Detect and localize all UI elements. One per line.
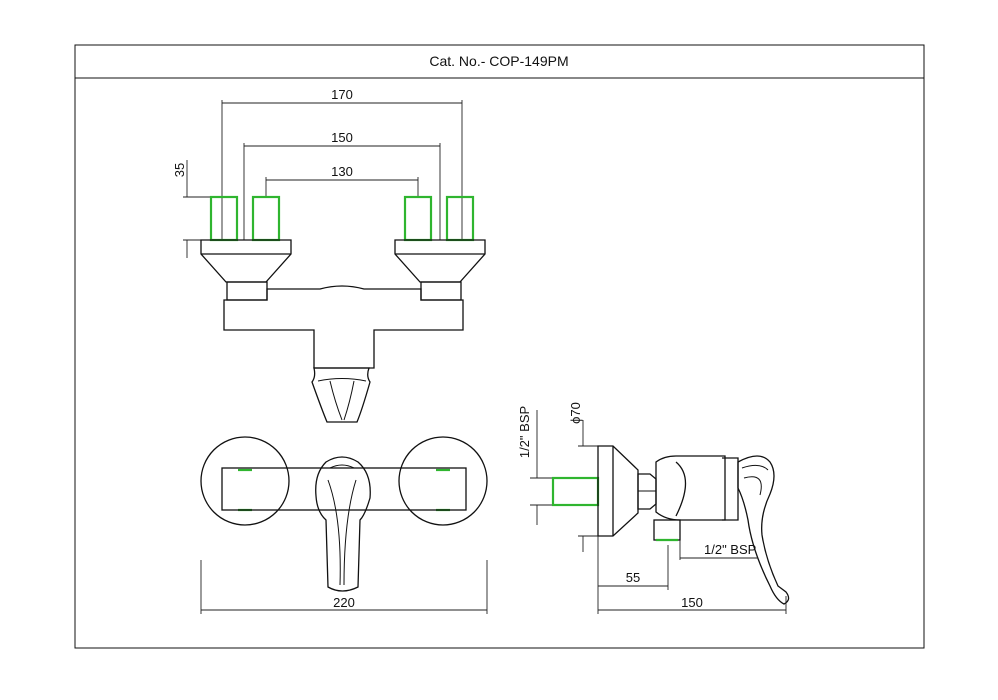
dim-220: 220 xyxy=(333,595,355,610)
thread-vertical-label: 1/2" BSP xyxy=(517,406,532,458)
left-nut xyxy=(226,281,268,301)
lever-top-view xyxy=(311,367,371,423)
right-inlet-pipe-outer xyxy=(445,195,475,242)
right-nut xyxy=(420,281,462,301)
mixer-body xyxy=(223,285,464,369)
diameter-label: ϕ70 xyxy=(568,402,583,424)
lever-front-view xyxy=(315,456,371,592)
dim-35: 35 xyxy=(172,163,187,177)
side-inlet-pipe xyxy=(551,476,600,507)
catalog-number: Cat. No.- COP-149PM xyxy=(429,53,568,69)
side-lever xyxy=(737,455,790,605)
dim-150-top: 150 xyxy=(331,130,353,145)
top-view: 170 150 130 35 xyxy=(172,87,486,423)
front-view: 220 xyxy=(200,436,488,614)
side-view: 1/2" BSP ϕ70 55 1/2" xyxy=(517,402,790,614)
left-inlet-pipe-inner xyxy=(251,195,281,242)
side-wall-flange xyxy=(597,445,639,537)
right-cover-plate xyxy=(398,436,488,526)
dim-130: 130 xyxy=(331,164,353,179)
side-outlet xyxy=(653,519,681,541)
drawing-frame xyxy=(74,44,925,649)
body-front xyxy=(221,467,467,511)
dim-170: 170 xyxy=(331,87,353,102)
left-wall-flange xyxy=(200,239,292,283)
right-inlet-pipe-inner xyxy=(403,195,433,242)
dim-150-side: 150 xyxy=(681,595,703,610)
right-wall-flange xyxy=(394,239,486,283)
left-inlet-pipe-outer xyxy=(209,195,239,242)
thread-bottom-label: 1/2" BSP xyxy=(704,542,756,557)
side-body xyxy=(655,455,726,521)
left-cover-plate xyxy=(200,436,290,526)
dim-55: 55 xyxy=(626,570,640,585)
